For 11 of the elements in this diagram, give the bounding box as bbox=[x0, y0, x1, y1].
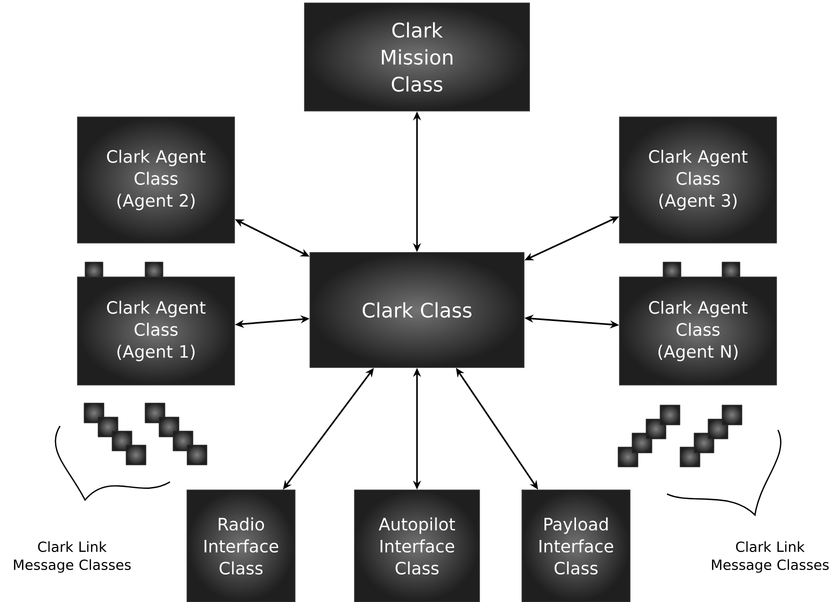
class-box: Radio Interface Class bbox=[186, 490, 296, 602]
class-box: Payload Interface Class bbox=[522, 490, 630, 602]
class-box: Clark Mission Class bbox=[304, 2, 530, 112]
class-box: Autopilot Interface Class bbox=[354, 490, 480, 602]
class-box: Clark Agent Class (Agent 1) bbox=[77, 276, 235, 386]
class-box: Clark Agent Class (Agent 2) bbox=[77, 116, 235, 244]
class-box: Clark Agent Class (Agent N) bbox=[619, 276, 777, 386]
class-box: Clark Agent Class (Agent 3) bbox=[619, 116, 777, 244]
caption-text: Clark Link Message Classes bbox=[712, 541, 829, 573]
class-box: Clark Class bbox=[310, 252, 524, 368]
caption-text: Clark Link Message Classes bbox=[14, 541, 131, 573]
